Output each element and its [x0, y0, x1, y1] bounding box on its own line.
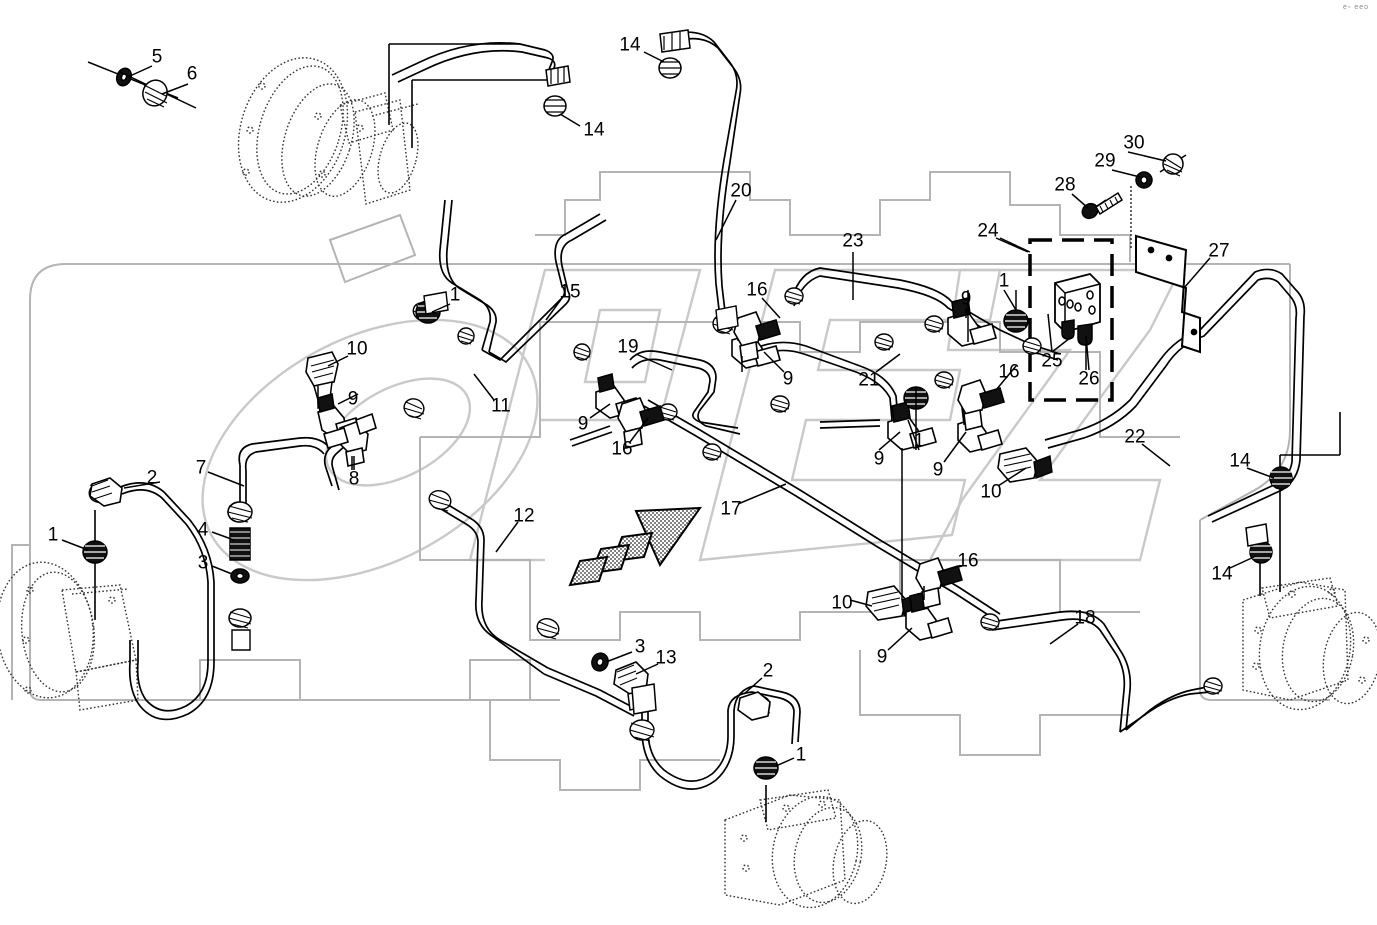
elbow-fitting-9 — [947, 297, 997, 347]
direction-arrow-marker — [568, 506, 702, 587]
tube-nut — [573, 343, 591, 361]
fitting-nut-6 — [119, 71, 197, 109]
plug-bolt-1 — [1003, 309, 1029, 333]
fitting-nut-30 — [1159, 153, 1187, 177]
fitting-coupling-14-top — [659, 29, 691, 53]
plug-bolt-1 — [82, 540, 108, 564]
fitting-washer-29 — [1135, 171, 1153, 189]
tee-fitting-16 — [733, 311, 781, 363]
valve-block-25-26 — [1054, 273, 1101, 346]
tube-nut — [403, 398, 425, 420]
sensor-10-right-mid — [997, 447, 1053, 483]
tube-nut — [770, 395, 790, 413]
hydraulic-lines — [117, 31, 1306, 790]
elbow-2-bottom-center — [737, 691, 771, 721]
callout-leaders — [61, 51, 1275, 767]
fitting-nut-14-second — [543, 95, 567, 117]
tube-nut — [924, 315, 944, 333]
fitting-coupling-14-second — [545, 65, 571, 87]
plug-bolt-1 — [753, 756, 779, 780]
fitting-nut-14-top — [658, 57, 682, 79]
fittings-group — [82, 29, 1293, 780]
tube-coupling-mid — [423, 291, 449, 315]
travel-motor-top-left — [237, 57, 419, 205]
travel-motor-bottom-right — [1242, 577, 1377, 711]
tube-coupling-19 — [715, 305, 739, 331]
travel-motor-bottom-left — [0, 561, 139, 711]
corner-watermark-mark: e▫ eeo — [1343, 4, 1369, 11]
tube-nut — [428, 490, 452, 512]
tube-cap-bottom-center — [631, 683, 657, 715]
bracket-27 — [1135, 234, 1201, 354]
leader-stems — [317, 290, 1087, 600]
group-boundary-24 — [999, 237, 1114, 402]
elbow-2-upper-left — [89, 477, 123, 507]
travel-motor-bottom-center — [724, 789, 888, 909]
tube-end-coupling-right — [1245, 523, 1269, 547]
tube-nut — [536, 618, 560, 640]
tee-fitting-16 — [957, 379, 1005, 431]
tube-nut — [784, 287, 804, 305]
tee-fitting-16 — [915, 557, 963, 609]
tube-nut — [702, 443, 722, 461]
tube-nut — [874, 333, 894, 351]
motor-top-left-leaders — [388, 43, 560, 148]
cross-union-8 — [323, 412, 377, 467]
stack-3-4 — [227, 501, 253, 651]
tube-nut — [934, 371, 954, 389]
tube-nut — [629, 719, 655, 742]
elbow-fitting-9 — [905, 591, 953, 641]
tube-nut — [457, 327, 475, 345]
plug-14-right — [1269, 466, 1293, 490]
tube-nut — [1022, 337, 1042, 355]
tube-nut — [980, 613, 1000, 631]
washer-3-bottom — [591, 652, 609, 672]
elbow-fitting-9 — [887, 401, 937, 451]
tube-nut — [1203, 677, 1223, 695]
machine-silhouette-outline — [11, 171, 1330, 791]
plug-1-group — [82, 300, 1029, 780]
